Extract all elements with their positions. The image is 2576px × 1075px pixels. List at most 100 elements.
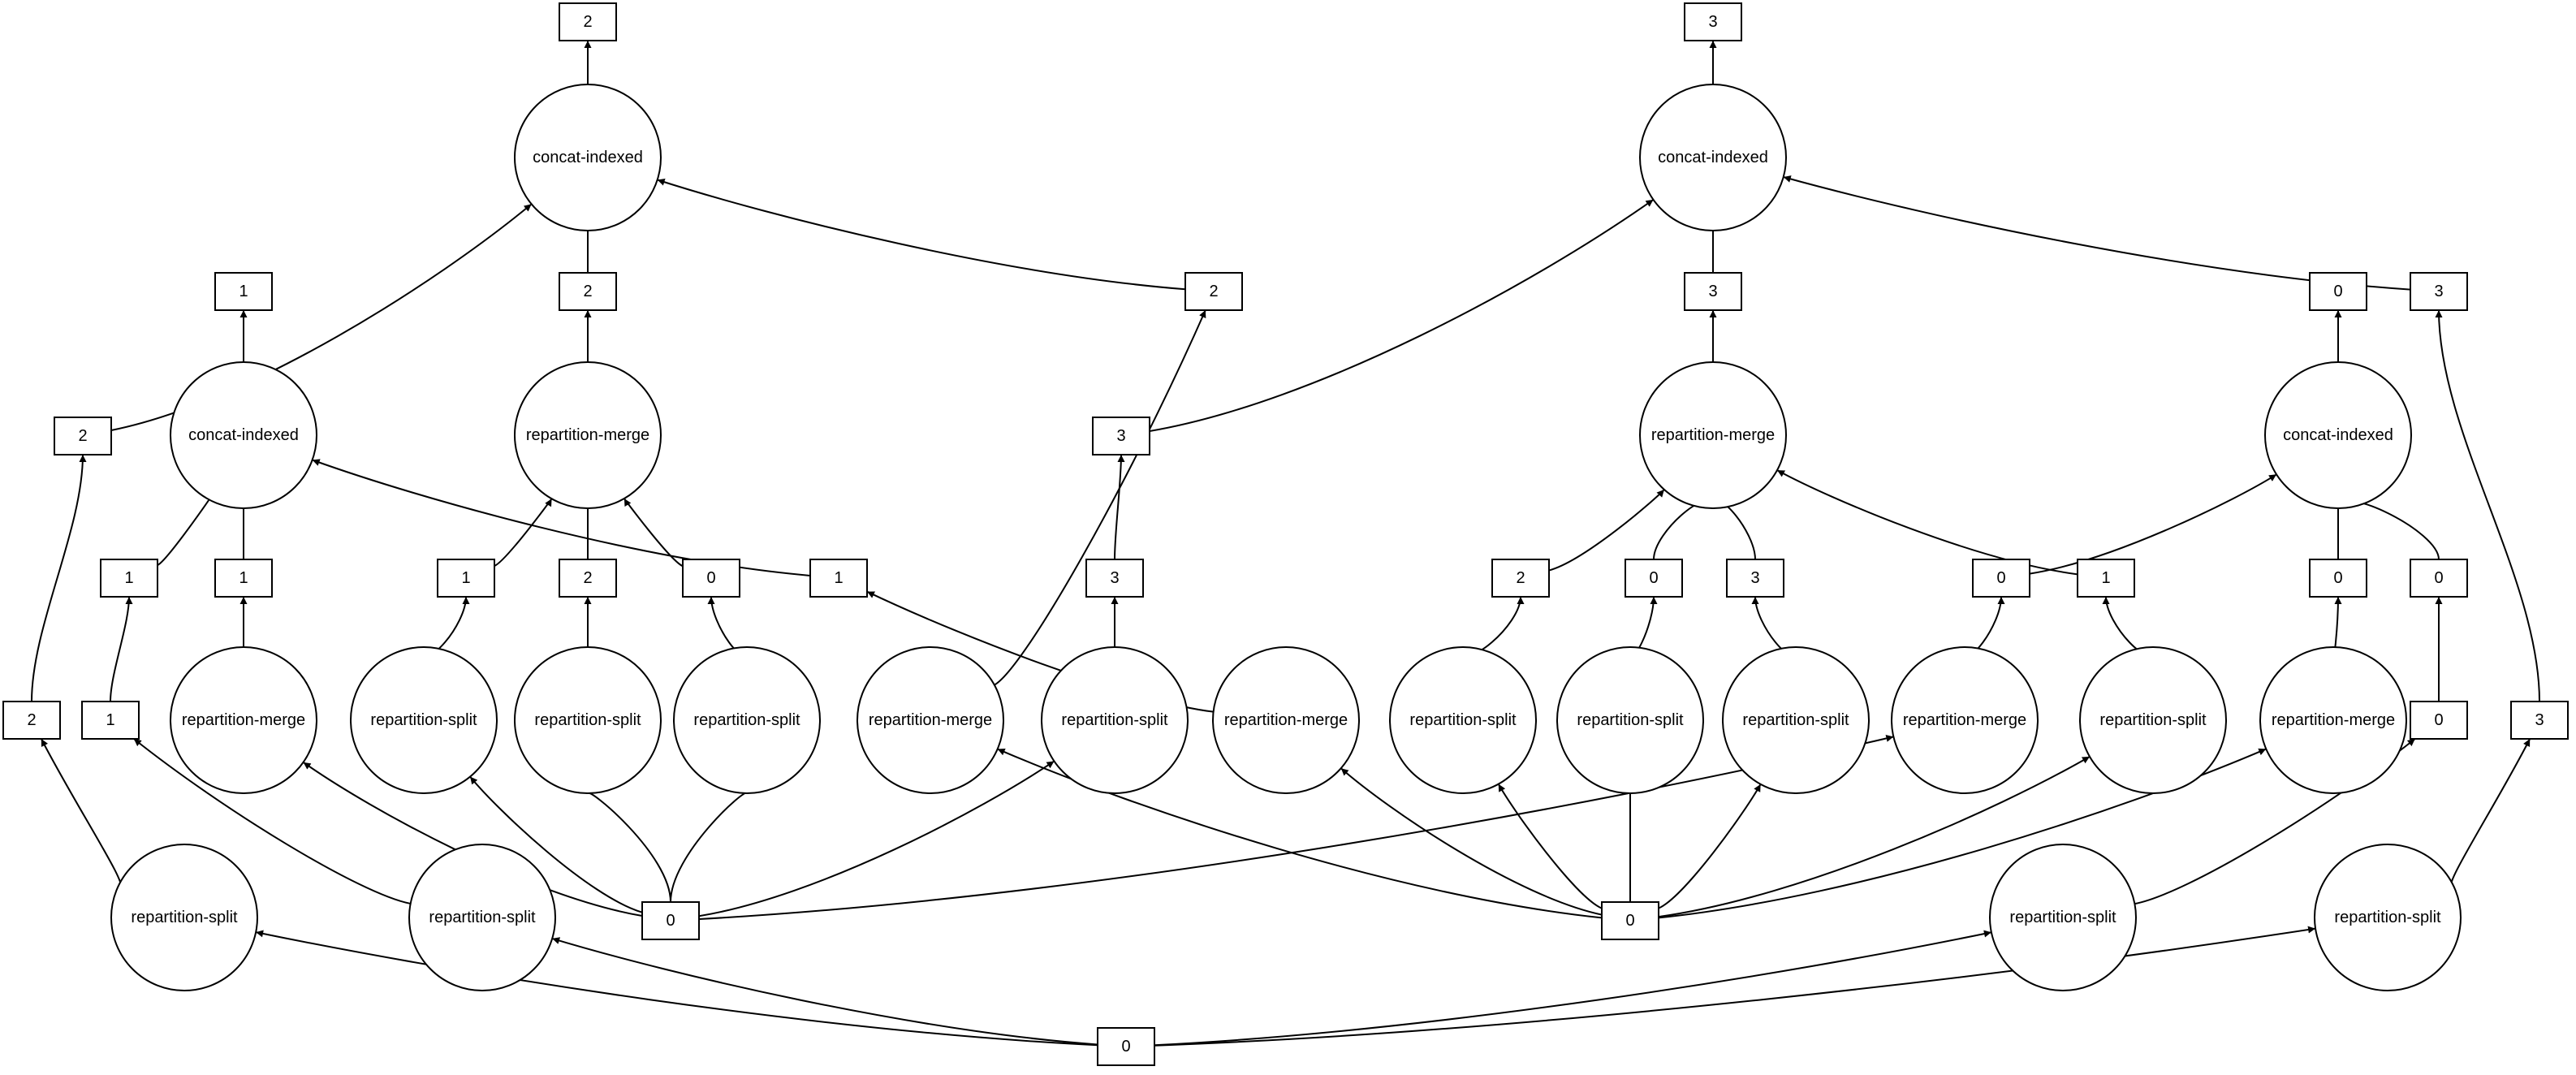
chunk-node-3: 3 — [1085, 559, 1144, 598]
edge-b3_mid-to-ci_c — [1149, 199, 1655, 432]
node-label: 0 — [2333, 283, 2342, 300]
edge-layer — [31, 41, 2540, 1047]
edge-rs_3-to-b0_s3 — [707, 596, 748, 656]
node-circle — [2259, 646, 2407, 794]
edge-b2_leftout-to-ci_a — [110, 203, 533, 431]
node-box — [2410, 559, 2468, 598]
node-circle — [1639, 84, 1787, 231]
edge-b0_a-to-rs_1 — [469, 775, 643, 913]
node-box — [214, 272, 273, 311]
edge-b0_f-to-ci_d — [2029, 473, 2277, 575]
node-box — [1601, 901, 1659, 940]
node-box — [559, 559, 617, 598]
task-node-repartition-merge: repartition-merge — [2259, 646, 2407, 794]
edge-rs_5-to-b2_e — [1462, 596, 1525, 656]
node-label: repartition-split — [2009, 909, 2116, 926]
edge-b0_bottom-to-rs_l1 — [255, 930, 1098, 1047]
chunk-node-3: 3 — [1092, 417, 1150, 455]
node-box — [2510, 701, 2569, 740]
task-node-repartition-split: repartition-split — [1389, 646, 1537, 794]
node-box — [2410, 272, 2468, 311]
node-label: repartition-split — [429, 909, 536, 926]
node-label: 0 — [2333, 569, 2342, 587]
node-label: 2 — [27, 711, 36, 729]
node-circle — [514, 646, 662, 794]
node-circle — [1556, 646, 1704, 794]
chunk-node-0: 0 — [2309, 559, 2367, 598]
task-node-concat-indexed: concat-indexed — [2264, 361, 2412, 509]
task-node-repartition-split: repartition-split — [110, 844, 258, 991]
chunk-node-0: 0 — [641, 901, 700, 940]
node-label: repartition-merge — [2272, 711, 2395, 729]
edge-rm_f-to-b0_f — [1964, 596, 2005, 656]
node-box — [1491, 559, 1550, 598]
edge-b3_e-to-rm_e — [1709, 500, 1756, 560]
chunk-node-1: 1 — [2077, 559, 2135, 598]
task-node-repartition-merge: repartition-merge — [1639, 361, 1787, 509]
chunk-node-0: 0 — [682, 559, 740, 598]
edge-rs_l2-to-b1_far — [133, 738, 411, 904]
chunk-node-2: 2 — [559, 2, 617, 41]
node-label: 0 — [2434, 569, 2443, 587]
edge-b0_a-to-rs_3 — [670, 785, 751, 903]
chunk-node-1: 1 — [214, 559, 273, 598]
node-circle — [170, 361, 317, 509]
node-label: 3 — [2535, 711, 2544, 729]
node-label: 2 — [583, 13, 592, 31]
task-node-repartition-merge: repartition-merge — [857, 646, 1004, 794]
node-box — [1097, 1027, 1155, 1066]
node-circle — [673, 646, 821, 794]
edge-b0_a-to-rs_2 — [584, 785, 671, 903]
task-node-repartition-merge: repartition-merge — [170, 646, 317, 794]
node-circle — [1989, 844, 2137, 991]
chunk-node-2: 2 — [559, 272, 617, 311]
edge-b0_bottom-to-rs_r2 — [1154, 926, 2316, 1047]
chunk-node-0: 0 — [2410, 559, 2468, 598]
edge-b2_right-to-ci_a — [657, 178, 1186, 291]
node-label: 2 — [583, 569, 592, 587]
node-label: 2 — [1516, 569, 1525, 587]
edge-b0_b-to-rs_8 — [1658, 756, 2091, 918]
chunk-node-1: 1 — [809, 559, 868, 598]
node-box — [2309, 272, 2367, 311]
task-node-repartition-split: repartition-split — [2314, 844, 2462, 991]
edge-b0_b-to-rm_c — [997, 748, 1603, 919]
chunk-node-3: 3 — [1726, 559, 1784, 598]
chunk-node-0: 0 — [1972, 559, 2030, 598]
node-label: repartition-merge — [1651, 426, 1775, 444]
node-label: 1 — [461, 569, 470, 587]
node-label: repartition-merge — [182, 711, 305, 729]
chunk-node-2: 2 — [1491, 559, 1550, 598]
chunk-node-0: 0 — [1625, 559, 1683, 598]
edge-b2_e-to-rm_e — [1548, 489, 1665, 572]
node-label: repartition-split — [1409, 711, 1517, 729]
node-circle — [2079, 646, 2227, 794]
edge-rm_c-to-b2_right — [994, 309, 1206, 686]
chunk-node-0: 0 — [2410, 701, 2468, 740]
node-label: repartition-split — [131, 909, 238, 926]
node-box — [2410, 701, 2468, 740]
chunk-node-0: 0 — [1097, 1027, 1155, 1066]
node-label: repartition-split — [1742, 711, 1849, 729]
node-label: repartition-split — [2099, 711, 2207, 729]
node-box — [1726, 559, 1784, 598]
task-node-repartition-split: repartition-split — [1556, 646, 1704, 794]
node-box — [437, 559, 495, 598]
chunk-node-0: 0 — [1601, 901, 1659, 940]
task-node-repartition-split: repartition-split — [514, 646, 662, 794]
edge-rs_7-to-b3_e — [1751, 596, 1797, 656]
node-box — [2309, 559, 2367, 598]
node-box — [100, 559, 158, 598]
node-circle — [110, 844, 258, 991]
node-label: repartition-split — [1577, 711, 1684, 729]
node-circle — [514, 84, 662, 231]
edge-rs_r2-to-b3_far — [2449, 738, 2531, 887]
node-box — [214, 559, 273, 598]
edge-b3_far-to-b3_right — [2435, 309, 2540, 702]
node-box — [81, 701, 140, 740]
task-node-concat-indexed: concat-indexed — [170, 361, 317, 509]
node-circle — [514, 361, 662, 509]
node-label: 1 — [834, 569, 843, 587]
edge-b0_h-to-ci_d — [2334, 499, 2440, 560]
